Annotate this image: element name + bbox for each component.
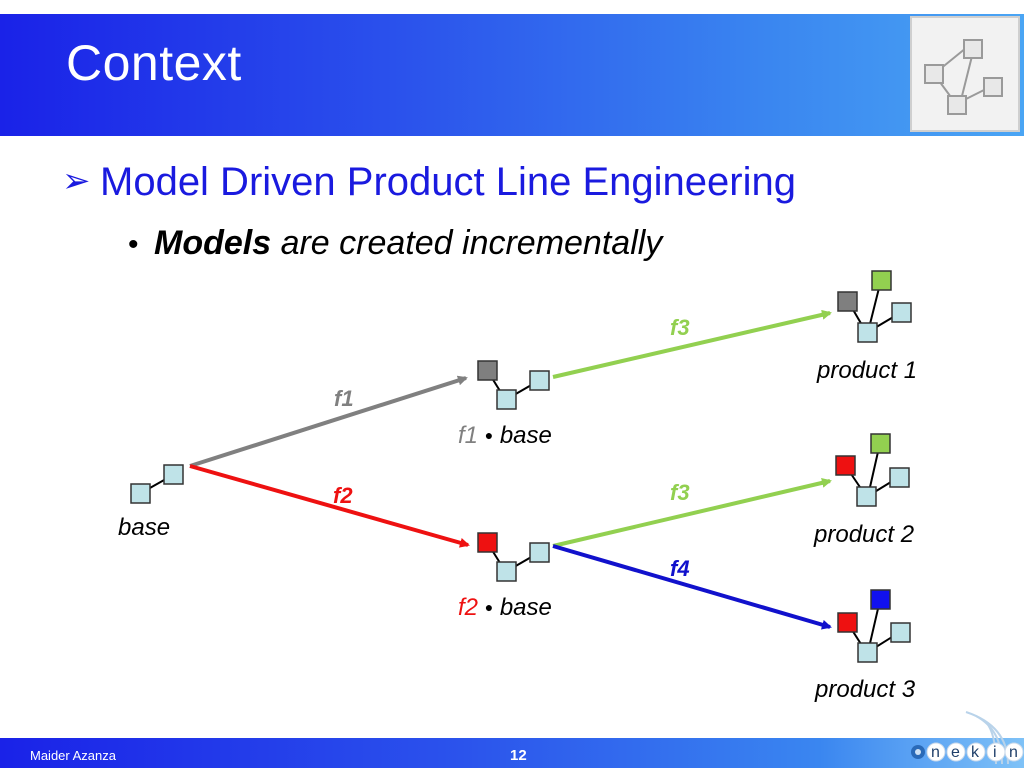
page-number: 12	[510, 747, 527, 764]
f2-base-prefix: f2	[458, 594, 478, 621]
edge-label-f4: f4	[670, 556, 690, 581]
edge-f3-top-arrow	[552, 309, 832, 379]
model-f1-base	[477, 360, 550, 410]
edge-f2-arrow	[189, 464, 470, 548]
node-label-base: base	[118, 514, 170, 541]
model-product1	[837, 270, 912, 343]
node-label-f1-base: f1 ● base	[458, 419, 552, 449]
slide-title: Context	[66, 35, 242, 91]
footer-bar: Maider Azanza 12	[0, 738, 1024, 768]
arrow-bullet-icon: ➢	[62, 162, 91, 200]
f1-base-prefix: f1	[458, 422, 478, 449]
logo-letter-k: k	[971, 744, 980, 761]
onekin-logo-icon: n e k i n	[911, 711, 1024, 765]
edge-f1-arrow	[189, 375, 468, 468]
bullet2-text: are created incrementally	[271, 224, 663, 262]
logo-letter-n2: n	[1009, 744, 1018, 761]
edge-f3-mid-arrow	[552, 477, 832, 548]
edge-label-f1: f1	[334, 386, 354, 411]
footer-author: Maider Azanza	[30, 748, 116, 763]
logo-letter-i: i	[993, 744, 997, 761]
node-label-product3: product 3	[814, 676, 916, 703]
title-bar	[0, 14, 1024, 136]
logo-letter-e: e	[951, 744, 960, 761]
bullet1-text: Model Driven Product Line Engineering	[100, 160, 796, 204]
f1-base-suffix: base	[500, 422, 552, 449]
bullet-model-driven: ➢Model Driven Product Line Engineering	[62, 160, 796, 205]
edge-label-f3-top: f3	[670, 315, 690, 340]
model-base	[130, 464, 184, 504]
model-product2	[835, 433, 910, 507]
node-label-f2-base: f2 ● base	[458, 591, 552, 621]
bullet-models-incremental: • Models are created incrementally	[128, 224, 662, 263]
node-label-product1: product 1	[816, 357, 917, 384]
dot-bullet-icon: •	[128, 228, 139, 261]
edge-f4-arrow	[552, 544, 832, 630]
node-label-product2: product 2	[813, 521, 914, 548]
logo-letter-n1: n	[931, 744, 940, 761]
f2-base-suffix: base	[500, 594, 552, 621]
f2-base-op: ●	[485, 599, 493, 615]
bullet2-bold-text: Models	[154, 224, 272, 262]
model-logo-icon	[910, 16, 1020, 132]
edge-label-f3-mid: f3	[670, 480, 690, 505]
model-product3	[837, 589, 911, 663]
model-f2-base	[477, 532, 550, 582]
f1-base-op: ●	[485, 427, 493, 443]
edge-label-f2: f2	[333, 483, 353, 508]
